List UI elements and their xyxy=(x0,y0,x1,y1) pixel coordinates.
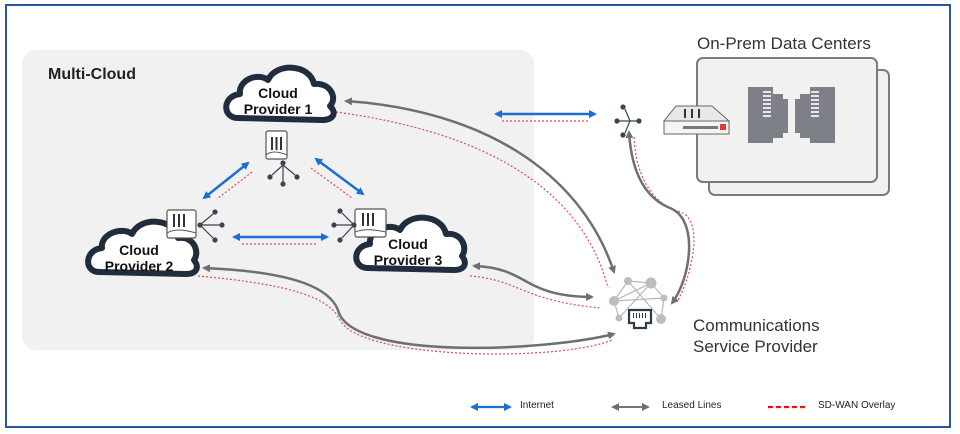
cloud-provider-2-line1: Cloud xyxy=(119,242,159,258)
leased-onprem-csp xyxy=(625,130,691,305)
internet-link-cp1-cp2 xyxy=(202,161,250,200)
sdwan-hub-onprem-icon xyxy=(614,104,642,138)
csp-label-line1: Communications xyxy=(693,316,820,335)
legend-leased-label: Leased Lines xyxy=(662,400,722,411)
sdwan-cp1-cp3 xyxy=(310,167,353,199)
firewall-appliance-icon xyxy=(662,105,731,135)
legend-internet-label: Internet xyxy=(520,400,554,411)
security-device-cp1-icon xyxy=(265,130,288,160)
cloud-provider-1-line2: Provider 1 xyxy=(243,101,313,117)
leased-cp2-csp xyxy=(202,264,616,350)
leased-cp1-csp xyxy=(344,97,616,274)
multi-cloud-label: Multi-Cloud xyxy=(48,66,136,83)
csp-label: Communications Service Provider xyxy=(693,315,820,357)
cloud-provider-3-line2: Provider 3 xyxy=(373,252,443,268)
cloud-provider-2-label: Cloud Provider 2 xyxy=(94,242,184,274)
sdwan-cp1-cp2 xyxy=(216,171,253,200)
cloud-provider-1-icon xyxy=(223,64,337,123)
cloud-provider-3-label: Cloud Provider 3 xyxy=(363,236,453,268)
security-device-cp3-icon xyxy=(354,208,387,238)
cloud-provider-3-line1: Cloud xyxy=(388,236,428,252)
legend-sdwan-label: SD-WAN Overlay xyxy=(818,400,896,411)
security-device-cp2-icon xyxy=(166,209,197,239)
diagram-frame xyxy=(5,4,951,428)
sdwan-hub-cp3-icon xyxy=(331,208,357,243)
cloud-provider-1-label: Cloud Provider 1 xyxy=(233,85,323,117)
cloud-provider-2-line2: Provider 2 xyxy=(104,258,174,274)
sdwan-hub-cp2-icon xyxy=(197,209,225,243)
server-racks-icon xyxy=(748,87,835,143)
cloud-provider-1-line1: Cloud xyxy=(258,85,298,101)
sdwan-hub-cp1-icon xyxy=(267,160,300,187)
sdwan-cp2-csp xyxy=(197,275,613,355)
on-prem-label: On-Prem Data Centers xyxy=(697,34,871,53)
csp-label-line2: Service Provider xyxy=(693,337,818,356)
csp-network-icon xyxy=(609,277,668,330)
